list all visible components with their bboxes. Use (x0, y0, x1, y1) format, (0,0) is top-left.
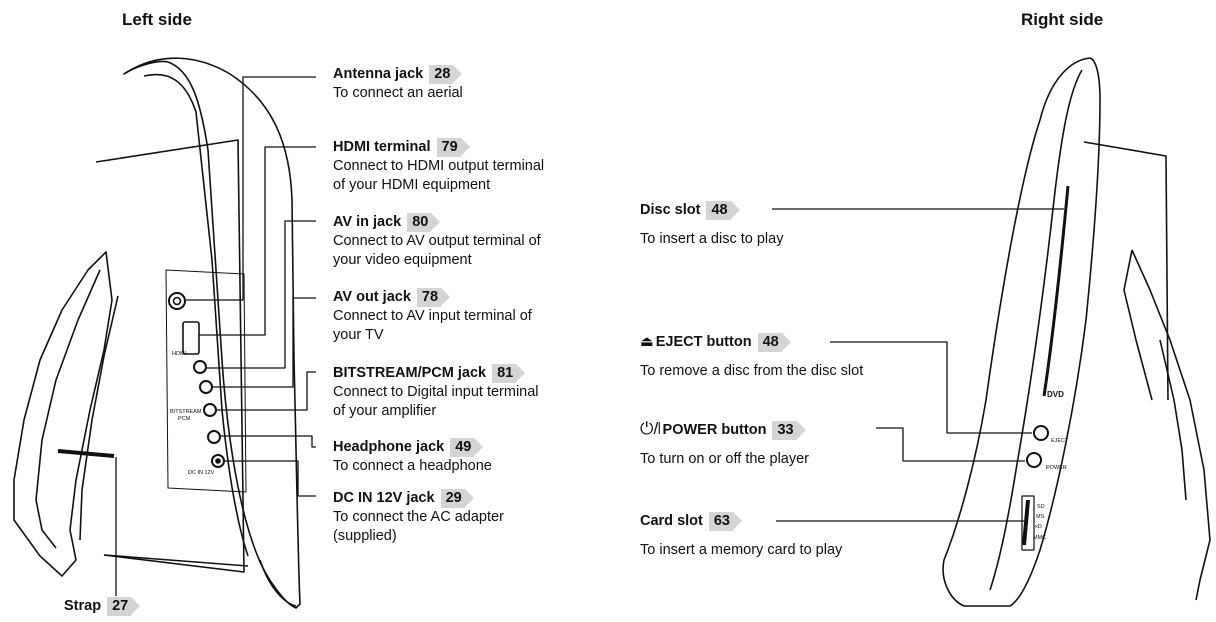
av-out-jack-icon (199, 380, 213, 394)
headphone-jack-page-ref: 49 (450, 438, 484, 457)
headphone-jack-desc: To connect a headphone (333, 458, 492, 474)
av-in-jack-label: AV in jack 80 Connect to AV output termin… (333, 213, 541, 270)
strap-label: Strap 27 (64, 597, 141, 616)
antenna-jack-desc: To connect an aerial (333, 85, 463, 101)
av-in-jack-desc-line2: your video equipment (333, 252, 472, 268)
eject-button-title: EJECT button (655, 334, 752, 350)
power-button-page-ref: 33 (772, 421, 806, 440)
right-back-panel (1083, 141, 1169, 401)
strap (57, 449, 115, 458)
bitstream-marking: BITSTREAM (170, 409, 202, 415)
disc-slot-title: Disc slot (640, 202, 701, 218)
antenna-jack-page-ref: 28 (429, 65, 463, 84)
hdmi-terminal-desc-line1: Connect to HDMI output terminal (333, 158, 545, 174)
disc-slot-page-ref: 48 (706, 201, 740, 220)
av-in-jack-title: AV in jack (333, 214, 402, 230)
antenna-jack-title: Antenna jack (333, 66, 424, 82)
hdmi-terminal-desc-line2: of your HDMI equipment (333, 177, 491, 193)
bitstream-pcm-jack-desc-line2: of your amplifier (333, 403, 437, 419)
power-standby-icon: ⏻/❘ (640, 419, 661, 438)
hdmi-terminal-label: HDMI terminal 79 Connect to HDMI output t… (333, 138, 544, 195)
hdmi-terminal-title: HDMI terminal (333, 139, 431, 155)
av-in-jack-page-ref: 80 (407, 213, 441, 232)
bitstream-pcm-jack-label: BITSTREAM/PCM jack 81 Connect to Digital … (333, 364, 539, 421)
sd-marking: SD (1037, 504, 1045, 510)
bitstream-jack-icon (203, 403, 217, 417)
disc-slot-label: Disc slot 48 To insert a disc to play (640, 200, 783, 250)
mmc-marking: MMC (1033, 535, 1046, 541)
card-slot-desc: To insert a memory card to play (640, 542, 843, 558)
hdmi-terminal-page-ref: 79 (436, 138, 470, 157)
dc-in-jack-icon (211, 454, 225, 468)
av-out-jack-desc-line2: your TV (333, 327, 384, 343)
xd-marking: xD (1035, 524, 1042, 530)
right-leader-lines (772, 208, 1064, 522)
left-screen-body (123, 57, 301, 609)
left-leader-lines (115, 76, 316, 596)
disc-slot (1042, 185, 1070, 397)
pcm-marking: PCM (178, 416, 191, 422)
strap-page-ref: 27 (107, 597, 141, 616)
dc-in-jack-page-ref: 29 (440, 489, 474, 508)
dc-in-jack-label: DC IN 12V jack 29 To connect the AC adapt… (333, 489, 504, 546)
headphone-jack-title: Headphone jack (333, 439, 445, 455)
power-button-label: ⏻/❘POWER button 33 To turn on or off the … (640, 418, 809, 470)
disc-slot-desc: To insert a disc to play (640, 231, 784, 247)
headphone-jack-label: Headphone jack 49 To connect a headphone (333, 438, 492, 476)
eject-button-page-ref: 48 (757, 333, 791, 352)
dc-in-marking: DC IN 12V (188, 470, 215, 476)
power-marking: POWER (1046, 465, 1067, 471)
left-stand (13, 251, 119, 577)
dc-in-jack-desc-line2: (supplied) (333, 528, 397, 544)
dc-in-jack-desc-line1: To connect the AC adapter (333, 509, 504, 525)
right-screen-body (942, 57, 1101, 607)
dc-in-jack-title: DC IN 12V jack (333, 490, 435, 506)
bitstream-pcm-jack-desc-line1: Connect to Digital input terminal (333, 384, 539, 400)
card-slot-page-ref: 63 (708, 512, 743, 531)
av-out-jack-page-ref: 78 (416, 288, 451, 307)
left-back-panel (95, 139, 245, 573)
ms-marking: MS (1036, 514, 1045, 520)
strap-title: Strap (64, 598, 102, 614)
antenna-jack-icon (168, 292, 186, 310)
hdmi-port-icon (182, 321, 200, 355)
headphone-jack-icon (207, 430, 221, 444)
eject-button-desc: To remove a disc from the disc slot (640, 363, 864, 379)
av-out-jack-title: AV out jack (333, 289, 411, 305)
av-out-jack-desc-line1: Connect to AV input terminal of (333, 308, 532, 324)
dvd-logo: DVD (1047, 390, 1064, 399)
eject-marking: EJECT (1051, 438, 1069, 444)
power-button-title: POWER button (662, 422, 767, 438)
av-out-jack-label: AV out jack 78 Connect to AV input termin… (333, 288, 532, 345)
hdmi-marking: HDMI (172, 351, 187, 357)
eject-button-label: ⏏EJECT button 48 To remove a disc from th… (640, 332, 863, 382)
card-slot-label: Card slot 63 To insert a memory card to p… (640, 511, 842, 561)
eject-icon: ⏏ (640, 334, 654, 350)
av-in-jack-desc-line1: Connect to AV output terminal of (333, 233, 541, 249)
power-button-desc: To turn on or off the player (640, 451, 810, 467)
left-side-title: Left side (122, 10, 192, 29)
right-side-title: Right side (1021, 10, 1104, 29)
eject-button-icon (1033, 425, 1049, 441)
card-slot (1022, 499, 1030, 546)
antenna-jack-label: Antenna jack 28 To connect an aerial (333, 65, 463, 103)
av-in-jack-icon (193, 360, 207, 374)
bitstream-pcm-jack-title: BITSTREAM/PCM jack (333, 365, 487, 381)
card-slot-title: Card slot (640, 513, 703, 529)
power-button-icon (1026, 452, 1042, 468)
bitstream-pcm-jack-page-ref: 81 (492, 364, 526, 383)
